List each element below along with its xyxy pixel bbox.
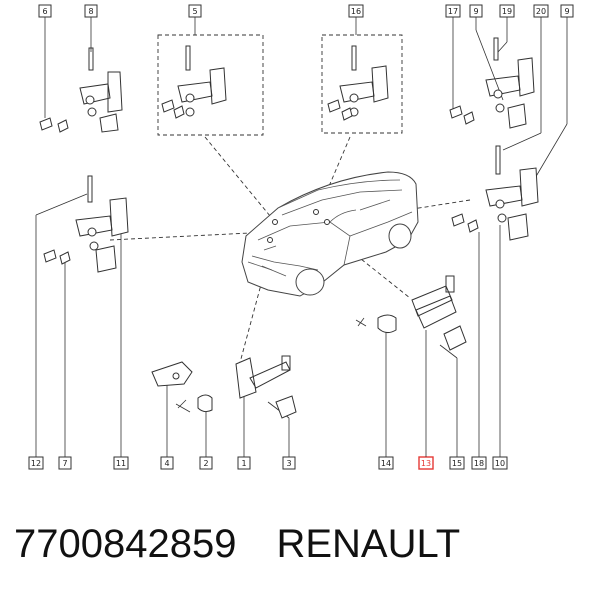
callout-2: 2 — [199, 456, 213, 470]
bottom-leaders — [35, 193, 501, 457]
callout-6-label: 6 — [42, 7, 47, 16]
callout-9b: 9 — [560, 4, 574, 18]
callout-16-label: 16 — [351, 7, 361, 16]
door-check-assembly — [151, 355, 297, 419]
callout-11: 11 — [113, 456, 129, 470]
hinge-assembly-detail-16 — [327, 45, 389, 121]
callout-4-label: 4 — [164, 459, 169, 468]
callout-9a-label: 9 — [473, 7, 478, 16]
callout-10-label: 10 — [495, 459, 505, 468]
callout-20-label: 20 — [536, 7, 546, 16]
callout-9a: 9 — [469, 4, 483, 18]
callout-11-label: 11 — [116, 459, 126, 468]
callout-20: 20 — [533, 4, 549, 18]
car-illustration — [241, 171, 419, 297]
footer: 7700842859 RENAULT — [14, 514, 594, 574]
callout-4: 4 — [160, 456, 174, 470]
callout-16: 16 — [348, 4, 364, 18]
callout-19-label: 19 — [502, 7, 512, 16]
top-leaders — [44, 17, 568, 191]
callout-13: 13 — [418, 456, 434, 470]
parts-diagram: 6 8 5 16 17 9 19 20 9 12 7 11 — [28, 4, 574, 470]
callout-1: 1 — [237, 456, 251, 470]
hinge-assembly-top-left — [39, 47, 123, 133]
callout-5: 5 — [188, 4, 202, 18]
callout-8-label: 8 — [88, 7, 93, 16]
callout-17-label: 17 — [448, 7, 458, 16]
hinge-assembly-mid-right — [451, 145, 539, 241]
callout-17: 17 — [445, 4, 461, 18]
callout-7-label: 7 — [62, 459, 67, 468]
callout-18: 18 — [471, 456, 487, 470]
callout-15: 15 — [449, 456, 465, 470]
hinge-assembly-mid-left — [43, 175, 129, 273]
callout-14: 14 — [378, 456, 394, 470]
part-number: 7700842859 — [14, 521, 237, 566]
callout-5-label: 5 — [192, 7, 197, 16]
callout-3-label: 3 — [286, 459, 291, 468]
callout-1-label: 1 — [241, 459, 246, 468]
callout-12: 12 — [28, 456, 44, 470]
callout-18-label: 18 — [474, 459, 484, 468]
brand-name: RENAULT — [276, 521, 461, 566]
callout-12-label: 12 — [31, 459, 41, 468]
callout-6: 6 — [38, 4, 52, 18]
detail-box-16 — [321, 34, 403, 134]
callout-9b-label: 9 — [564, 7, 569, 16]
callout-14-label: 14 — [381, 459, 391, 468]
callout-10: 10 — [492, 456, 508, 470]
hinge-assembly-detail-5 — [161, 45, 227, 119]
callout-3: 3 — [282, 456, 296, 470]
callout-8: 8 — [84, 4, 98, 18]
callout-15-label: 15 — [452, 459, 462, 468]
callout-2-label: 2 — [203, 459, 208, 468]
callout-7: 7 — [58, 456, 72, 470]
detail-box-5 — [157, 34, 264, 136]
hinge-assembly-top-right — [449, 37, 535, 129]
door-check-assembly-right — [355, 275, 467, 351]
callout-19: 19 — [499, 4, 515, 18]
callout-13-label: 13 — [421, 459, 431, 468]
